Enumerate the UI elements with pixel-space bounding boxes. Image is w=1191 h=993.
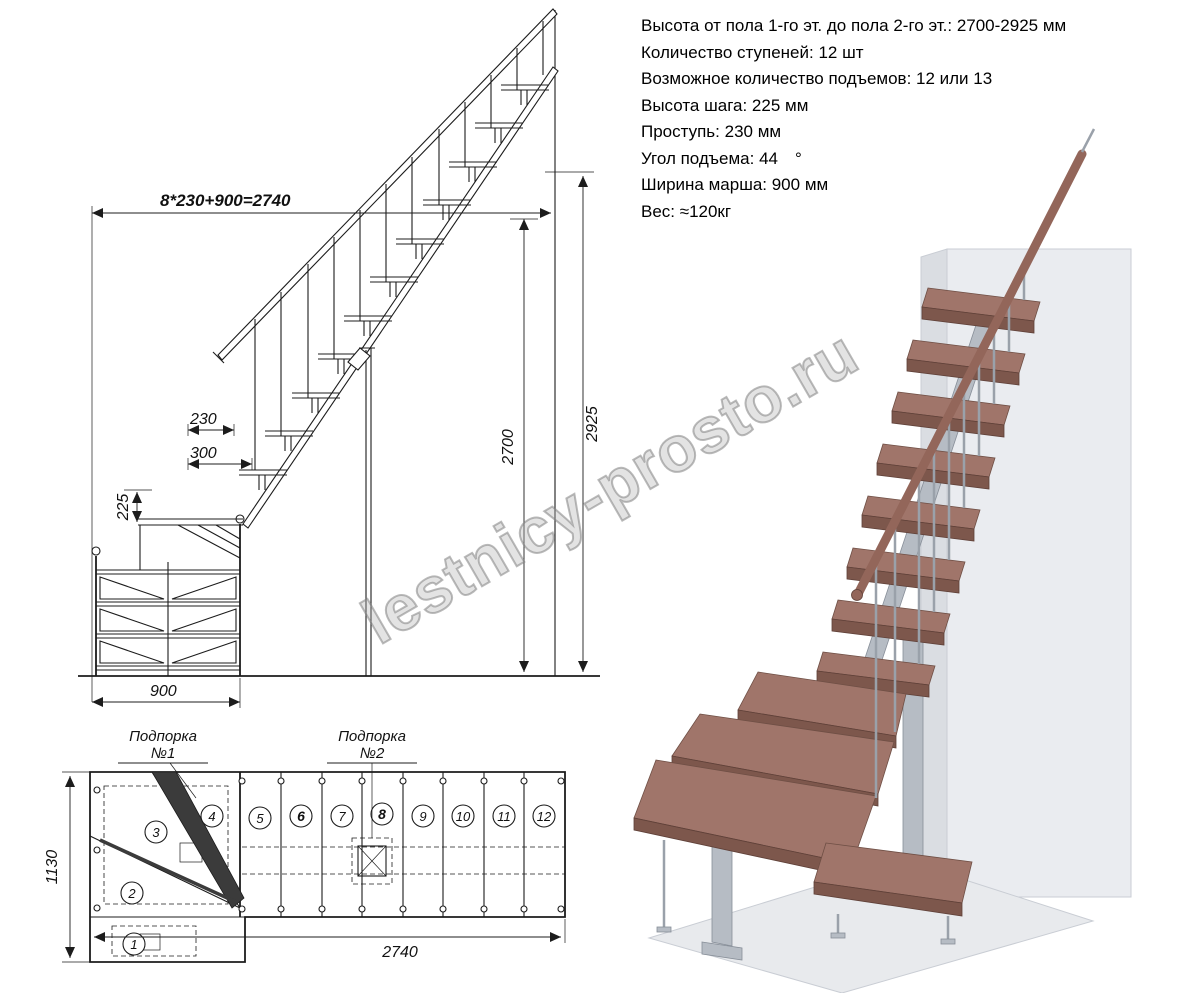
- support-2-clamp: [347, 347, 371, 371]
- handrail-end-cap: [212, 351, 225, 364]
- dim-1130: 1130: [44, 850, 61, 885]
- dim-2700: 2700: [500, 429, 517, 466]
- spec-line-tread: Проступь: 230 мм: [641, 122, 782, 141]
- spec-line-rise-height: Высота шага: 225 мм: [641, 95, 809, 115]
- plan-view: 1 2 3 4 5 6 7 8 9 10 11 12 Подпорка №1 П…: [44, 728, 566, 963]
- step-number-3: 3: [152, 825, 160, 840]
- support1-label-line1: Подпорка: [129, 728, 197, 745]
- step-number-7: 7: [338, 809, 346, 824]
- dim-2740: 2740: [381, 944, 418, 961]
- step-legs: [662, 840, 950, 940]
- step-numbers: 1 2 3 4 5 6 7 8 9 10 11 12: [120, 802, 556, 956]
- dim-total-run: 8*230+900=2740: [160, 191, 291, 210]
- support-1-beam-2: [99, 838, 237, 904]
- step-number-9: 9: [419, 809, 426, 824]
- step-number-5: 5: [256, 811, 264, 826]
- dim-2925: 2925: [584, 406, 601, 443]
- step-number-6: 6: [297, 808, 305, 824]
- support1-leader: [169, 762, 197, 799]
- spec-line-steps: Количество ступеней: 12 шт: [641, 42, 864, 62]
- step-number-2: 2: [127, 886, 136, 901]
- handrail: [217, 8, 558, 361]
- step-number-8: 8: [378, 806, 386, 822]
- spec-line-weight: Вес: ≈120кг: [641, 201, 732, 221]
- step-number-10: 10: [456, 809, 471, 824]
- landing-frame-hidden: [103, 785, 229, 905]
- railing-posts: [95, 524, 241, 676]
- support-2-post: [359, 347, 375, 676]
- plan-extension-lines: [62, 771, 566, 963]
- spec-list: Высота от пола 1-го эт. до пола 2-го эт.…: [641, 13, 1186, 225]
- support-2-cross: [357, 845, 387, 877]
- balusters-3d: [874, 271, 1026, 798]
- step-number-1: 1: [130, 937, 137, 952]
- spec-line-height: Высота от пола 1-го эт. до пола 2-го эт.…: [641, 16, 1067, 35]
- elevation-view: 8*230+900=2740 2925 2700 230 300 225 900: [78, 8, 601, 708]
- handrail-end-ball: [851, 589, 863, 601]
- dim-900: 900: [150, 683, 177, 700]
- leg-foot: [940, 938, 956, 945]
- treads-3d: [633, 287, 1041, 917]
- railing-ornaments: [99, 576, 237, 664]
- step-number-11: 11: [497, 809, 511, 824]
- leg-foot: [656, 926, 672, 933]
- support-2-section: [357, 845, 387, 877]
- landing-post-base: [701, 941, 743, 961]
- extension-lines: [91, 171, 594, 708]
- first-platform: [138, 518, 243, 570]
- support1-label-line2: №1: [151, 745, 176, 762]
- leg-foot: [830, 932, 846, 939]
- step-number-4: 4: [208, 809, 215, 824]
- treads: [239, 84, 549, 490]
- stringer: [242, 66, 559, 529]
- baluster-sockets: [93, 777, 565, 913]
- render-3d: [633, 128, 1132, 993]
- support2-label-line2: №2: [360, 745, 385, 762]
- dim-230: 230: [189, 411, 217, 428]
- railing-rails: [96, 569, 240, 671]
- support2-label-line1: Подпорка: [338, 728, 406, 745]
- post-finial: [91, 546, 101, 556]
- support-1-beam: [151, 771, 245, 909]
- dim-300: 300: [190, 445, 217, 462]
- platform-corbel: [177, 524, 241, 559]
- spec-line-width: Ширина марша: 900 мм: [641, 175, 829, 194]
- dim-225: 225: [115, 494, 132, 522]
- tread-division-lines: [280, 772, 525, 917]
- stringer-hidden-lines: [242, 846, 565, 875]
- balusters: [254, 21, 544, 470]
- handrail-3d: [853, 149, 1087, 599]
- step-number-12: 12: [537, 809, 552, 824]
- spec-line-rises: Возможное количество подъемов: 12 или 13: [641, 69, 993, 88]
- handrail-tip: [1080, 128, 1096, 153]
- spec-line-angle: Угол подъема: 44 °: [641, 148, 802, 168]
